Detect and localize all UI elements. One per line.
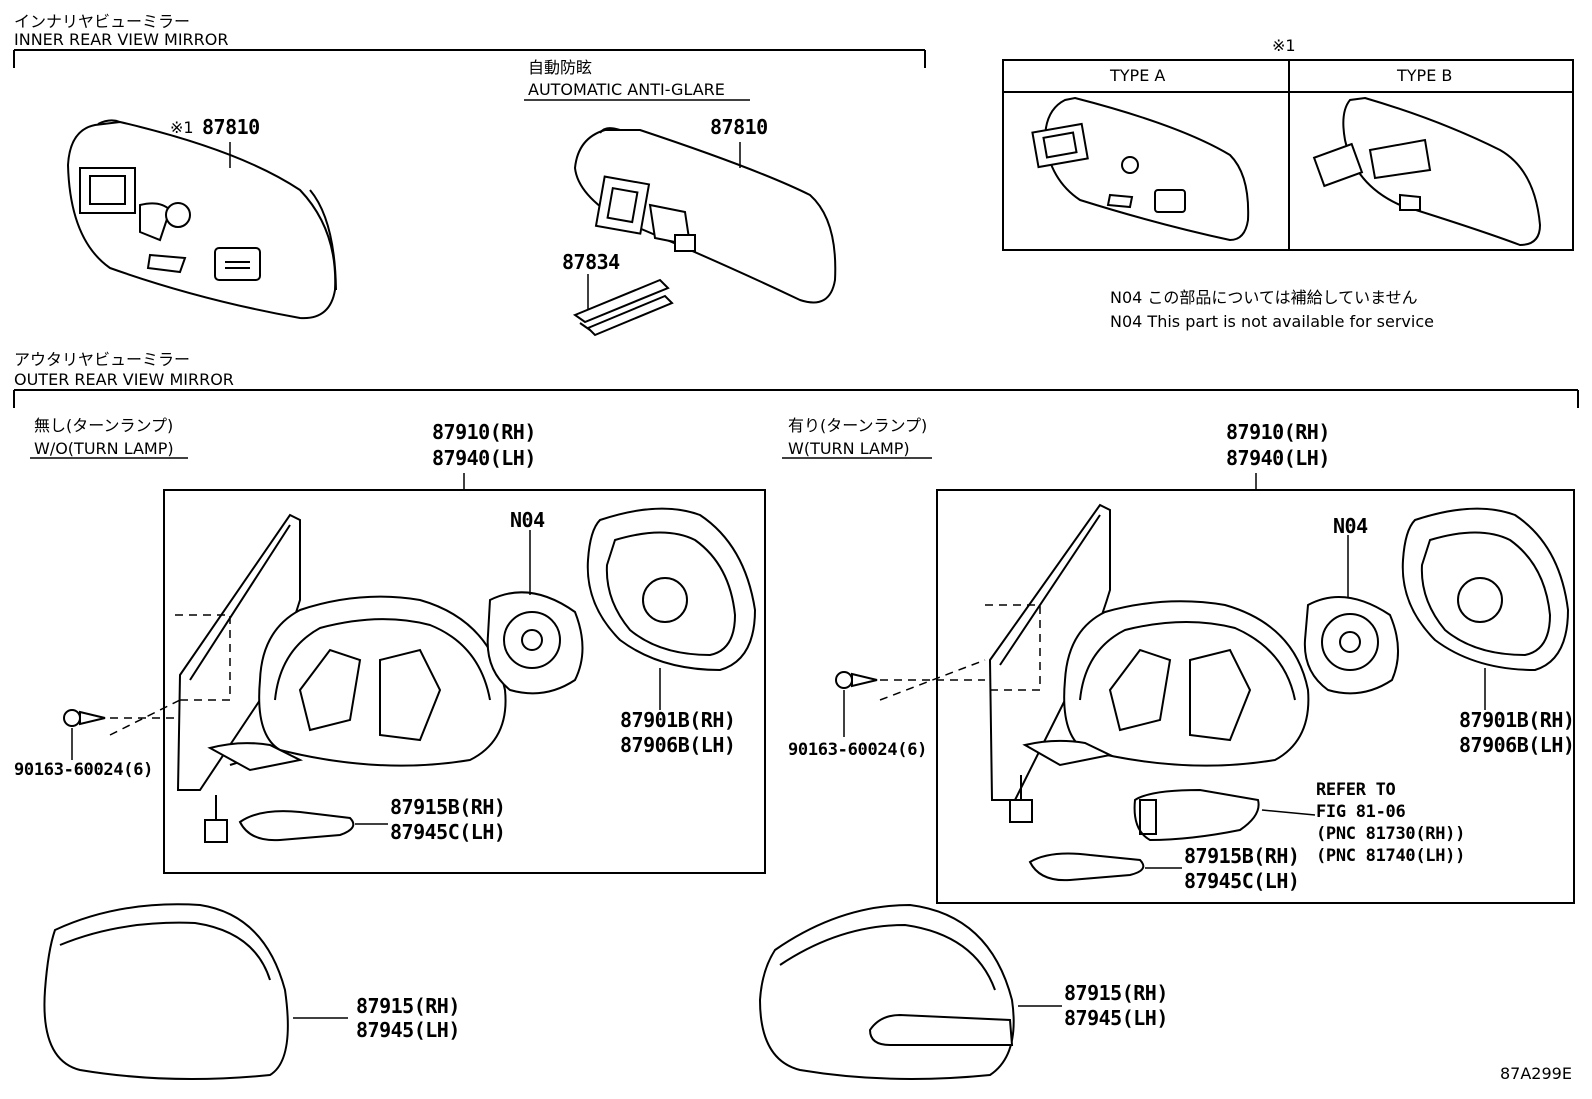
part-number-glass-lh-left: 87906B(LH) bbox=[620, 733, 736, 757]
type-marker-label: ※1 bbox=[170, 118, 194, 137]
part-number-glass-rh-right: 87901B(RH) bbox=[1459, 708, 1575, 732]
outer-mirror-right-drawing bbox=[835, 503, 1570, 882]
part-number-inner-cover-lh-left: 87945C(LH) bbox=[390, 820, 506, 844]
inner-mirror-auto-drawing bbox=[572, 127, 837, 337]
part-number-inner-mirror: 87810 bbox=[202, 115, 260, 139]
part-number-inner-cover-lh-right: 87945C(LH) bbox=[1184, 869, 1300, 893]
outer-section-bracket bbox=[13, 389, 1579, 408]
part-number-inner-mirror-auto: 87810 bbox=[710, 115, 768, 139]
part-number-assy-lh-right: 87940(LH) bbox=[1226, 446, 1330, 470]
inner-title-en: INNER REAR VIEW MIRROR bbox=[14, 30, 229, 49]
part-number-cap-lh-right: 87945(LH) bbox=[1064, 1006, 1168, 1030]
outer-cap-right-drawing bbox=[758, 903, 1062, 1080]
outer-mirror-left-drawing bbox=[63, 507, 757, 843]
figure-id: 87A299E bbox=[1500, 1064, 1572, 1083]
n04-label-left: N04 bbox=[510, 508, 545, 532]
type-table-marker: ※1 bbox=[1272, 36, 1296, 55]
refer-line-4: (PNC 81740(LH)) bbox=[1316, 846, 1466, 866]
auto-antiglare-en: AUTOMATIC ANTI-GLARE bbox=[528, 80, 725, 99]
part-number-glass-rh-left: 87901B(RH) bbox=[620, 708, 736, 732]
auto-antiglare-jp: 自動防眩 bbox=[528, 58, 593, 77]
variant-right-en: W(TURN LAMP) bbox=[788, 439, 910, 458]
refer-line-2: FIG 81-06 bbox=[1316, 802, 1406, 822]
refer-line-3: (PNC 81730(RH)) bbox=[1316, 824, 1466, 844]
part-number-inner-cover-rh-left: 87915B(RH) bbox=[390, 795, 506, 819]
type-table bbox=[1002, 59, 1574, 251]
variant-right-jp: 有り(ターンランプ) bbox=[788, 416, 928, 435]
outer-title-jp: アウタリヤビューミラー bbox=[14, 350, 191, 369]
inner-title-jp: インナリヤビューミラー bbox=[14, 12, 191, 31]
refer-line-1: REFER TO bbox=[1316, 780, 1396, 800]
part-number-screw-right: 90163-60024(6) bbox=[788, 740, 928, 760]
inner-mirror-standard-drawing bbox=[66, 119, 337, 320]
n04-label-right: N04 bbox=[1333, 514, 1368, 538]
part-number-assy-rh-right: 87910(RH) bbox=[1226, 420, 1330, 444]
part-number-inner-cover-rh-right: 87915B(RH) bbox=[1184, 844, 1300, 868]
note-en: N04 This part is not available for servi… bbox=[1110, 312, 1434, 331]
outer-cap-left-drawing bbox=[43, 903, 348, 1080]
note-jp: N04 この部品については補給していません bbox=[1110, 288, 1418, 307]
part-number-glass-lh-right: 87906B(LH) bbox=[1459, 733, 1575, 757]
variant-left-jp: 無し(ターンランプ) bbox=[34, 416, 174, 435]
part-number-screw-left: 90163-60024(6) bbox=[14, 760, 154, 780]
part-number-clip: 87834 bbox=[562, 250, 620, 274]
type-b-header: TYPE B bbox=[1397, 66, 1453, 85]
inner-section-bracket bbox=[13, 49, 926, 68]
type-a-header: TYPE A bbox=[1110, 66, 1166, 85]
part-number-assy-rh-left: 87910(RH) bbox=[432, 420, 536, 444]
variant-left-en: W/O(TURN LAMP) bbox=[34, 439, 174, 458]
part-number-cap-rh-right: 87915(RH) bbox=[1064, 981, 1168, 1005]
part-number-assy-lh-left: 87940(LH) bbox=[432, 446, 536, 470]
part-number-cap-rh-left: 87915(RH) bbox=[356, 994, 460, 1018]
outer-title-en: OUTER REAR VIEW MIRROR bbox=[14, 370, 234, 389]
part-number-cap-lh-left: 87945(LH) bbox=[356, 1018, 460, 1042]
